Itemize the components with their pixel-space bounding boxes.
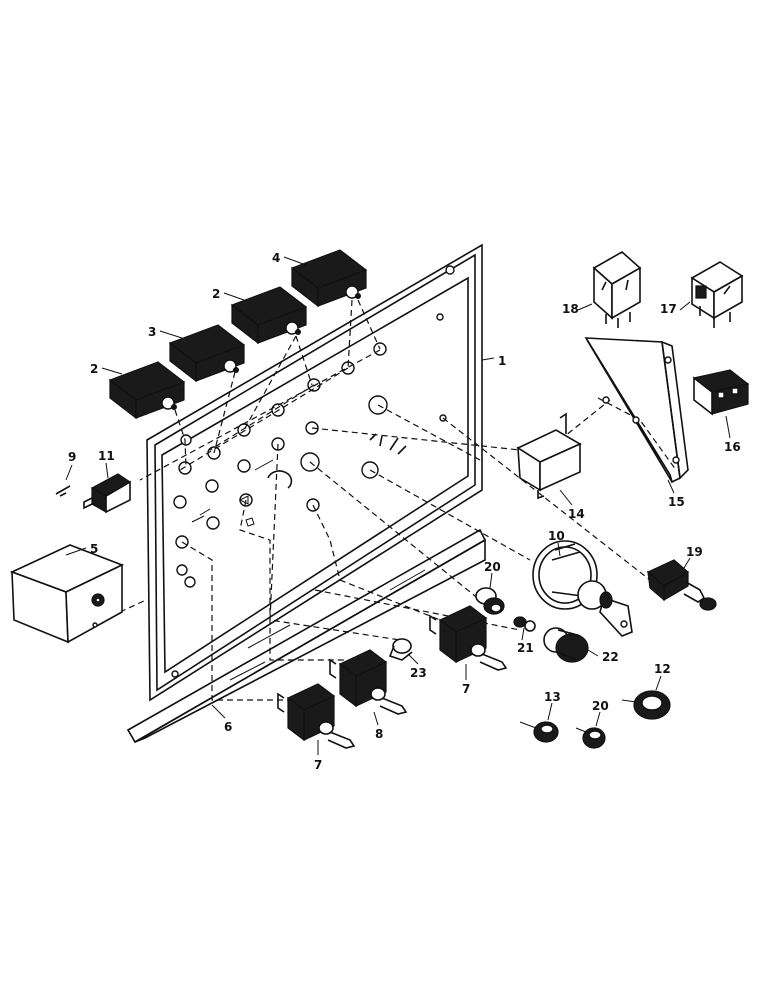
callout-4: 4: [272, 251, 280, 265]
callout-20-upper: 20: [484, 560, 501, 574]
bottom-bracket: [126, 528, 487, 744]
callout-13: 13: [544, 690, 561, 704]
callout-21: 21: [517, 641, 534, 655]
callout-22: 22: [602, 650, 619, 664]
callout-15: 15: [668, 495, 685, 509]
pushbutton-switch: [83, 473, 132, 514]
callout-23: 23: [410, 666, 427, 680]
small-plug-13: [533, 721, 559, 743]
relay-socket: [692, 369, 750, 416]
callout-1: 1: [498, 354, 506, 368]
callout-7-lower: 7: [314, 758, 322, 772]
toggle-switch-lower: [277, 683, 356, 749]
relay-cube: [690, 261, 744, 328]
callout-20-lower: 20: [592, 699, 609, 713]
small-plug-20: [582, 727, 606, 749]
relay-square: [592, 251, 642, 328]
circuit-breaker-4: [290, 249, 368, 308]
flasher-relay: [516, 412, 582, 500]
ignition-switch: [532, 540, 633, 637]
small-clip: [55, 485, 71, 497]
callout-18: 18: [562, 302, 579, 316]
circuit-breaker-3: [168, 324, 246, 383]
relay-mounting-plate: [584, 337, 689, 484]
callout-3: 3: [148, 325, 156, 339]
lamp-bulb: [513, 616, 536, 632]
leader-lines: [65, 256, 731, 755]
callout-16: 16: [724, 440, 741, 454]
callout-14: 14: [568, 507, 585, 521]
callout-19: 19: [686, 545, 703, 559]
indicator-lamp-holder: [475, 587, 505, 615]
lamp-spark-mark: [369, 433, 407, 455]
buzzer-box: [9, 544, 125, 644]
large-plug: [633, 690, 671, 720]
callout-2-lower: 2: [90, 362, 98, 376]
callout-12: 12: [654, 662, 671, 676]
callout-17: 17: [660, 302, 677, 316]
toggle-switch-middle: [329, 649, 408, 715]
callout-11: 11: [98, 449, 115, 463]
lock-ring: [267, 470, 293, 489]
circuit-breaker-2-upper: [230, 286, 308, 345]
toggle-switch-upper: [429, 605, 508, 671]
callout-5: 5: [90, 542, 98, 556]
circuit-breaker-2-lower: [108, 361, 186, 420]
pull-switch: [646, 559, 717, 611]
callout-8: 8: [375, 727, 383, 741]
callout-labels: 1 2 2 3 4 5 6 7 7 8 9 10 11 12 13 14 15 …: [68, 251, 741, 772]
callout-9: 9: [68, 450, 76, 464]
push-button-cap: [543, 627, 589, 663]
warning-lamp: [388, 638, 413, 661]
callout-7-upper: 7: [462, 682, 470, 696]
callout-2-upper: 2: [212, 287, 220, 301]
callout-10: 10: [548, 529, 565, 543]
callout-6: 6: [224, 720, 232, 734]
